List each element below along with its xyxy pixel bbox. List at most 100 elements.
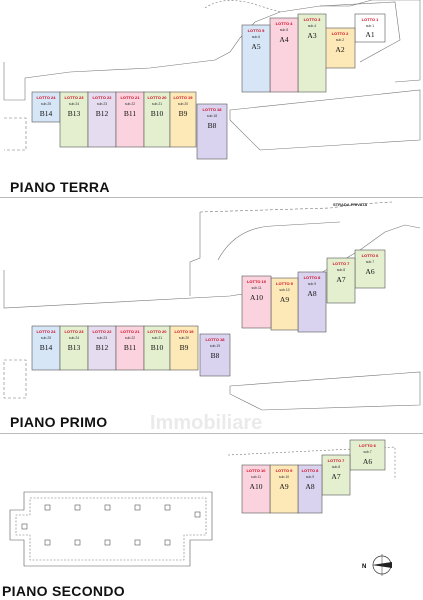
- unit-area: [349, 439, 386, 471]
- unit-lotto-label: LOTTO 18: [205, 337, 225, 342]
- unit-lotto: LOTTO 8 sub.9A8: [297, 271, 327, 333]
- floor-title-terra: PIANO TERRA: [10, 179, 110, 195]
- unit-sub-label: sub.18: [207, 114, 217, 118]
- unit-code-label: A10: [250, 482, 263, 491]
- unit-code-label: B9: [179, 109, 188, 118]
- unit-area: [196, 103, 228, 160]
- unit-code-label: A4: [279, 35, 288, 44]
- unit-sub-label: sub.21: [152, 336, 162, 340]
- unit-lotto-label: LOTTO 23: [64, 95, 84, 100]
- unit-code-label: A2: [335, 45, 344, 54]
- unit-lotto-label: LOTTO 7: [328, 458, 346, 463]
- skylight: [21, 523, 28, 530]
- skylight: [104, 539, 111, 546]
- site-outline: [3, 359, 27, 399]
- skylight: [74, 539, 81, 546]
- unit-area: [31, 325, 61, 371]
- unit-code-label: A7: [336, 275, 345, 284]
- skylight: [164, 539, 171, 546]
- unit-lotto-label: LOTTO 24: [36, 95, 56, 100]
- unit-sub-label: sub.19: [210, 344, 220, 348]
- unit-code-label: A1: [365, 30, 374, 39]
- unit-code-label: B14: [40, 109, 53, 118]
- courtyard-outline: [229, 89, 421, 151]
- unit-code-label: A10: [250, 293, 263, 302]
- unit-code-label: A7: [331, 472, 340, 481]
- unit-code-label: A9: [280, 295, 289, 304]
- unit-lotto-label: LOTTO 9: [276, 281, 294, 286]
- unit-code-label: B8: [211, 351, 220, 360]
- unit-area: [115, 325, 145, 371]
- unit-sub-label: sub.9: [308, 282, 316, 286]
- unit-code-label: A6: [365, 267, 374, 276]
- unit-code-label: A3: [307, 31, 316, 40]
- site-outline: [227, 446, 396, 480]
- unit-code-label: A9: [279, 482, 288, 491]
- unit-lotto-label: LOTTO 23: [64, 329, 84, 334]
- unit-sub-label: sub.20: [178, 102, 188, 106]
- unit-code-label: B9: [180, 343, 189, 352]
- unit-sub-label: sub.10: [279, 288, 289, 292]
- road-outline: [204, 0, 281, 13]
- site-outline: [217, 221, 341, 261]
- unit-area: [199, 333, 231, 377]
- unit-area: [143, 91, 171, 148]
- unit-lotto-label: LOTTO 18: [202, 107, 222, 112]
- unit-lotto-label: LOTTO 20: [147, 95, 167, 100]
- unit-area: [241, 275, 272, 329]
- unit-area: [169, 91, 197, 148]
- unit-sub-label: sub.23: [97, 336, 107, 340]
- unit-area: [241, 24, 271, 93]
- unit-code-label: B12: [96, 109, 109, 118]
- unit-lotto-label: LOTTO 2: [332, 31, 350, 36]
- unit-code-label: B10: [151, 343, 164, 352]
- unit-lotto: LOTTO 7 sub.8A7: [321, 454, 351, 496]
- skylight: [44, 539, 51, 546]
- unit-code-label: B11: [124, 343, 136, 352]
- unit-lotto-label: LOTTO 9: [276, 468, 294, 473]
- unit-lotto-label: LOTTO 8: [302, 468, 320, 473]
- unit-lotto-label: LOTTO 8: [304, 275, 322, 280]
- unit-area: [297, 464, 323, 514]
- unit-area: [115, 91, 145, 148]
- unit-sub-label: sub.25: [41, 102, 51, 106]
- unit-lotto-label: LOTTO 24: [36, 329, 56, 334]
- compass-rose: N: [362, 554, 392, 576]
- unit-sub-label: sub.8: [332, 465, 340, 469]
- site-outline: [3, 1, 401, 101]
- unit-sub-label: sub.9: [306, 475, 314, 479]
- unit-code-label: A8: [307, 289, 316, 298]
- unit-lotto-label: LOTTO 10: [247, 279, 267, 284]
- unit-lotto-label: LOTTO 3: [304, 17, 322, 22]
- unit-lotto-label: LOTTO 21: [120, 95, 140, 100]
- unit-sub-label: sub.11: [251, 475, 261, 479]
- unit-sub-label: sub.21: [152, 102, 162, 106]
- unit-code-label: B11: [124, 109, 136, 118]
- unit-area: [59, 325, 89, 371]
- unit-lotto-label: LOTTO 22: [92, 329, 112, 334]
- unit-area: [59, 91, 89, 148]
- unit-sub-label: sub.7: [366, 260, 374, 264]
- unit-sub-label: sub.20: [179, 336, 189, 340]
- unit-lotto-label: LOTTO 5: [248, 28, 266, 33]
- skylight: [134, 539, 141, 546]
- unit-sub-label: sub.24: [69, 336, 79, 340]
- floor-title-secondo: PIANO SECONDO: [2, 583, 125, 599]
- unit-area: [269, 464, 299, 514]
- floor-separator: [0, 433, 423, 434]
- unit-area: [354, 13, 386, 43]
- unit-sub-label: sub.25: [41, 336, 51, 340]
- unit-lotto-label: LOTTO 7: [333, 261, 351, 266]
